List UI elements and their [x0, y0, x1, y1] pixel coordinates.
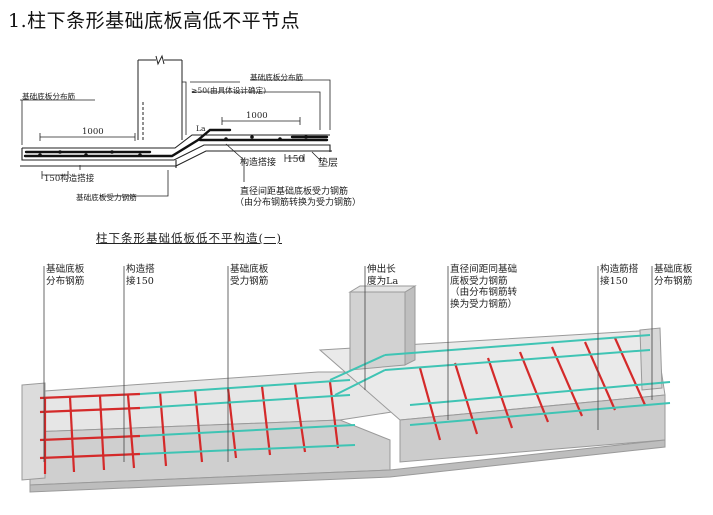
callout-converted-bar: 直径间距同基础 底板受力钢筋 （由分布钢筋转 换为受力钢筋） [450, 264, 518, 310]
label-left-distribution-bar: 基础底板分布筋 [22, 92, 76, 101]
label-top-right-distribution-bar: 基础底板分布筋 [250, 73, 304, 82]
label-offset-note: ≥50(由具体设计确定) [191, 86, 267, 95]
label-dim-left: 1000 [82, 127, 104, 137]
callout-distribution-bar-right: 基础底板 分布钢筋 [654, 264, 693, 287]
callout-structural-lap-150: 构造筋搭 接150 [600, 264, 639, 287]
label-dim-right: 1000 [246, 111, 268, 121]
callout-leaders [43, 266, 653, 462]
page-title: 1.柱下条形基础底板高低不平节点 [8, 10, 301, 32]
label-lap-length: La [196, 124, 206, 133]
section-caption: 柱下条形基础低板低不平构造(一) [96, 231, 282, 245]
label-bottom-main-bar: 基础底板受力钢筋 [76, 193, 137, 202]
section-rebar-dots [38, 135, 308, 157]
callout-extension-la: 伸出长 度为La [367, 264, 399, 287]
label-cushion: 垫层 [318, 158, 338, 169]
longitudinal-rebars-red [39, 392, 141, 460]
callout-distribution-bar-left: 基础底板 分布钢筋 [46, 264, 85, 287]
callout-main-bar: 基础底板 受力钢筋 [230, 264, 269, 287]
longitudinal-rebars-cyan [139, 334, 671, 455]
label-lap-150-left: 150构造搭接 [44, 174, 95, 184]
concrete-footing [21, 285, 666, 493]
label-lap-right-num: 150 [287, 155, 305, 165]
label-note-line2: （由分布钢筋转换为受力钢筋） [235, 198, 362, 208]
callout-lap-150: 构造搭 接150 [126, 264, 155, 287]
label-lap-right-text: 构造搭接 [240, 158, 277, 168]
label-note-line1: 直径间距基础底板受力钢筋 [240, 187, 349, 197]
